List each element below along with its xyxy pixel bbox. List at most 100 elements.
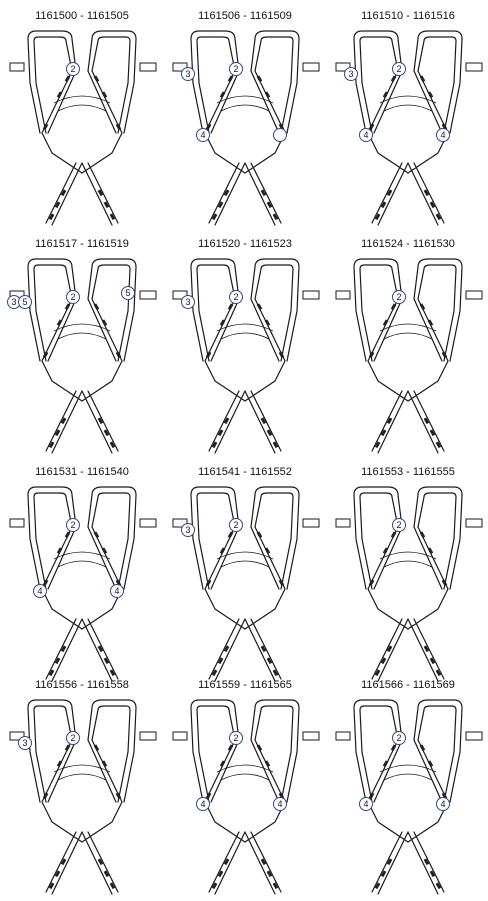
- callout-label: 3: [11, 297, 16, 307]
- callout-marker: 4: [436, 128, 450, 142]
- callout-label: 3: [22, 738, 27, 748]
- callout-marker: 2: [392, 518, 406, 532]
- harness-drawing: [9, 258, 157, 454]
- right-buckle-icon: [465, 290, 483, 300]
- callout-label: 2: [70, 733, 75, 743]
- callout-marker: 4: [436, 797, 450, 811]
- callout-marker: 2: [392, 62, 406, 76]
- left-buckle-icon: [172, 518, 188, 528]
- callout-label: 2: [70, 520, 75, 530]
- callout-marker: 4: [110, 584, 124, 598]
- left-buckle-icon: [9, 518, 25, 528]
- callout-marker: 4: [273, 797, 287, 811]
- callout-label: 4: [200, 130, 205, 140]
- callout-label: 2: [396, 520, 401, 530]
- left-buckle-icon: [335, 290, 351, 300]
- panel-title: 1161520 - 1161523: [198, 238, 292, 250]
- callout-label: 2: [396, 64, 401, 74]
- callout-marker: 4: [359, 128, 373, 142]
- callout-label: 3: [348, 69, 353, 79]
- callout-marker: 3: [181, 295, 195, 309]
- harness-drawing: [172, 486, 320, 682]
- panel-title: 1161500 - 1161505: [35, 10, 129, 22]
- harness-drawing: [335, 699, 483, 895]
- callout-label: 4: [200, 799, 205, 809]
- harness-drawing: [9, 30, 157, 226]
- callout-marker: 5: [121, 286, 135, 300]
- callout-label: 2: [233, 520, 238, 530]
- harness-drawing: [335, 30, 483, 226]
- left-buckle-icon: [172, 62, 188, 72]
- callout-marker: 4: [196, 128, 210, 142]
- harness-illustration: 2: [335, 258, 483, 454]
- callout-label: 4: [363, 799, 368, 809]
- callout-marker: 2: [229, 62, 243, 76]
- harness-panel: 1161559 - 1161565 2 4 4: [164, 679, 326, 901]
- callout-label: 5: [22, 297, 27, 307]
- panel-title: 1161510 - 1161516: [361, 10, 455, 22]
- callout-marker: 3: [18, 736, 32, 750]
- right-buckle-icon: [139, 290, 157, 300]
- harness-illustration: 2 4 4: [335, 699, 483, 895]
- right-buckle-icon: [465, 518, 483, 528]
- left-buckle-icon: [335, 731, 351, 741]
- callout-label: 5: [125, 288, 130, 298]
- callout-marker: 2: [229, 731, 243, 745]
- callout-label: 3: [185, 69, 190, 79]
- panel-title: 1161531 - 1161540: [35, 466, 129, 478]
- harness-drawing: [335, 486, 483, 682]
- right-buckle-icon: [465, 62, 483, 72]
- callout-label: 4: [363, 130, 368, 140]
- callout-label: 2: [396, 292, 401, 302]
- harness-drawing: [172, 699, 320, 895]
- left-buckle-icon: [335, 62, 351, 72]
- callout-marker: 3: [344, 67, 358, 81]
- callout-label: 2: [396, 733, 401, 743]
- right-buckle-icon: [302, 518, 320, 528]
- harness-illustration: 2: [9, 30, 157, 226]
- callout-marker: 5: [18, 295, 32, 309]
- callout-label: 2: [233, 292, 238, 302]
- callout-label: 3: [185, 297, 190, 307]
- callout-marker: 2: [66, 62, 80, 76]
- harness-panel: 1161500 - 1161505 2: [1, 10, 163, 232]
- panel-title: 1161541 - 1161552: [198, 466, 292, 478]
- callout-label: 4: [114, 586, 119, 596]
- right-buckle-icon: [302, 62, 320, 72]
- callout-marker: 2: [229, 290, 243, 304]
- harness-drawing: [172, 30, 320, 226]
- callout-marker: [273, 128, 287, 142]
- callout-label: 4: [440, 130, 445, 140]
- callout-label: 2: [233, 64, 238, 74]
- callout-marker: 2: [66, 290, 80, 304]
- callout-label: 4: [277, 799, 282, 809]
- harness-drawing: [335, 258, 483, 454]
- harness-illustration: 2: [335, 486, 483, 682]
- callout-marker: 2: [392, 731, 406, 745]
- left-buckle-icon: [172, 731, 188, 741]
- callout-label: 3: [185, 525, 190, 535]
- panel-title: 1161566 - 1161569: [361, 679, 455, 691]
- harness-drawing: [9, 699, 157, 895]
- callout-label: 2: [70, 292, 75, 302]
- right-buckle-icon: [139, 518, 157, 528]
- harness-panel: 1161510 - 1161516 3 2 4 4: [327, 10, 488, 232]
- callout-label: 2: [70, 64, 75, 74]
- panel-title: 1161559 - 1161565: [198, 679, 292, 691]
- harness-panel: 1161541 - 1161552 3 2: [164, 466, 326, 688]
- callout-label: 4: [440, 799, 445, 809]
- right-buckle-icon: [302, 290, 320, 300]
- callout-marker: 2: [66, 731, 80, 745]
- callout-marker: 3: [181, 67, 195, 81]
- left-buckle-icon: [335, 518, 351, 528]
